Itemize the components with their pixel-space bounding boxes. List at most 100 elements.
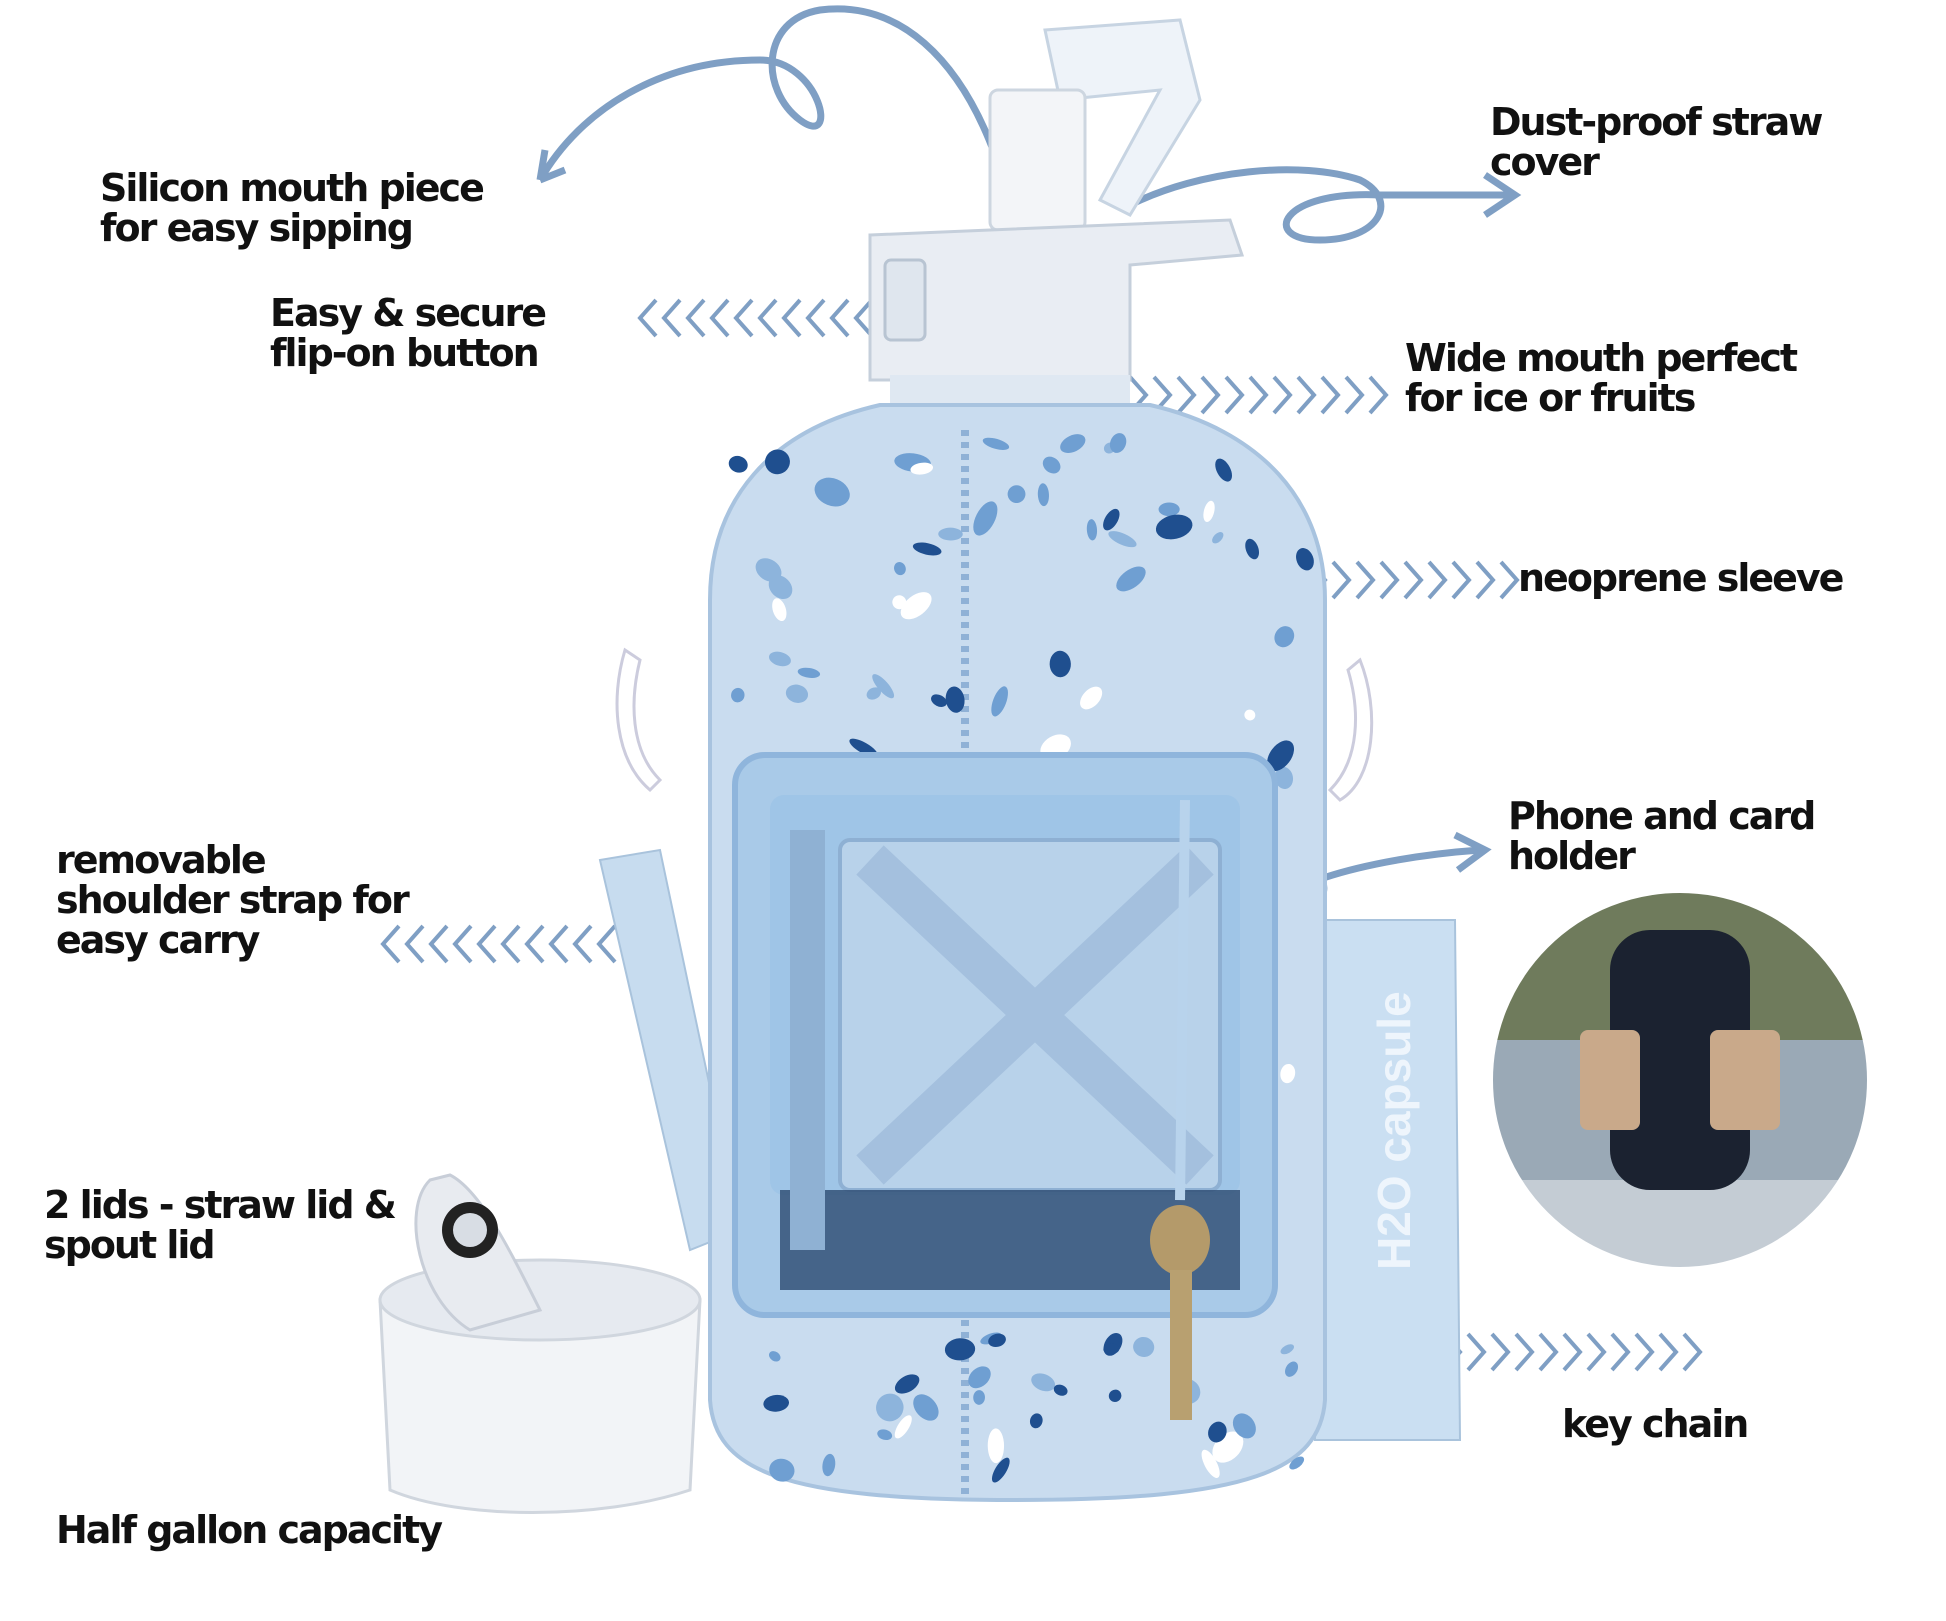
speckle — [1215, 458, 1233, 482]
label-line: flip-on button — [270, 331, 540, 375]
speckle — [991, 686, 1008, 717]
chevron-icon — [1355, 560, 1376, 600]
speckle — [1274, 766, 1294, 789]
chevron-icon — [1248, 375, 1269, 415]
chevron-icon — [524, 924, 545, 964]
chevron-icon — [1538, 1332, 1559, 1372]
chevron-icon — [733, 298, 754, 338]
speckle — [968, 1366, 991, 1389]
chevron-icon — [1344, 375, 1365, 415]
chevron-icon — [1514, 1332, 1535, 1372]
label-line: for ice or fruits — [1405, 376, 1696, 420]
speckle — [1031, 1373, 1056, 1392]
speckle — [1042, 456, 1061, 474]
speckle — [1285, 1361, 1299, 1377]
speckle — [982, 437, 1010, 450]
chevron-icon — [1634, 1332, 1655, 1372]
chevron-icon — [1403, 560, 1424, 600]
speckle — [876, 1393, 904, 1422]
spout-lid-icon — [378, 1173, 702, 1514]
speckle — [1203, 500, 1215, 522]
speckle — [764, 449, 790, 475]
speckle — [1116, 566, 1146, 592]
chevron-icon — [685, 298, 706, 338]
speckle — [1080, 686, 1103, 710]
speckle — [894, 1374, 920, 1394]
chevron-icon — [380, 924, 401, 964]
speckle — [1060, 434, 1086, 453]
speckle — [1201, 1449, 1220, 1478]
chevron-icon — [1296, 375, 1317, 415]
key-icon — [1150, 799, 1210, 1420]
speckle — [866, 687, 881, 700]
speckle — [944, 1338, 976, 1361]
chevron-icon — [1586, 1332, 1607, 1372]
speckle — [797, 667, 821, 678]
speckle — [1280, 1344, 1295, 1355]
chevron-icon — [1368, 375, 1389, 415]
speckle — [938, 527, 963, 541]
speckle — [1133, 1336, 1155, 1357]
label-neoprene-sleeve: neoprene sleeve — [1518, 558, 1844, 598]
speckle — [945, 686, 965, 713]
chevron-icon — [572, 924, 593, 964]
chevron-icon — [1682, 1332, 1703, 1372]
chevron-icon — [596, 924, 617, 964]
speckle — [822, 1453, 836, 1477]
speckle — [1296, 548, 1314, 571]
speckle — [772, 598, 787, 622]
chevron-icon — [1466, 1332, 1487, 1372]
speckle — [1053, 1384, 1068, 1396]
speckle — [1108, 1389, 1122, 1402]
chevron-icon — [1200, 375, 1221, 415]
chevron-icon — [757, 298, 778, 338]
speckle — [1232, 1413, 1256, 1439]
chevron-icon — [1176, 375, 1197, 415]
chevron-icon — [1490, 1332, 1511, 1372]
brand-logo-strap: H2O capsule — [1368, 991, 1420, 1270]
curly-arrow-straw-cover — [1128, 166, 1510, 244]
chevron-icon — [452, 924, 473, 964]
chevron-icon — [781, 298, 802, 338]
speckle — [1103, 1343, 1120, 1355]
speckle — [755, 558, 782, 582]
chevron-icon — [709, 298, 730, 338]
chevron-icon — [637, 298, 658, 338]
speckle — [877, 1429, 893, 1441]
speckle — [785, 684, 809, 703]
label-line: Dust-proof straw — [1490, 100, 1823, 144]
label-line: removable — [56, 838, 267, 882]
label-line: spout lid — [44, 1223, 216, 1267]
label-line: 2 lids - straw lid & — [44, 1183, 397, 1227]
chevron-icon — [1658, 1332, 1679, 1372]
straw-cover-icon — [988, 18, 1202, 232]
speckle — [1103, 508, 1120, 531]
label-line: shoulder strap for — [56, 878, 410, 922]
speckle — [1029, 1413, 1043, 1429]
label-line: Half gallon capacity — [56, 1508, 443, 1552]
speckle — [769, 1351, 781, 1362]
chevron-icon — [853, 298, 874, 338]
chevron-icon — [1379, 560, 1400, 600]
label-half-gallon: Half gallon capacity — [56, 1508, 443, 1552]
label-line: key chain — [1562, 1402, 1749, 1446]
speckle — [991, 1457, 1010, 1483]
label-two-lids: 2 lids - straw lid &spout lid — [44, 1183, 397, 1267]
speckle — [872, 674, 895, 699]
chevron-icon — [476, 924, 497, 964]
speckle — [1158, 502, 1180, 517]
speckle — [814, 477, 850, 507]
speckle — [973, 501, 998, 536]
speckle — [1208, 1421, 1227, 1443]
speckle — [1280, 1063, 1296, 1084]
chevron-icon — [428, 924, 449, 964]
chevron-icon — [1320, 375, 1341, 415]
speckle — [1155, 514, 1193, 540]
speckle — [1212, 532, 1224, 544]
speckle — [910, 462, 934, 475]
